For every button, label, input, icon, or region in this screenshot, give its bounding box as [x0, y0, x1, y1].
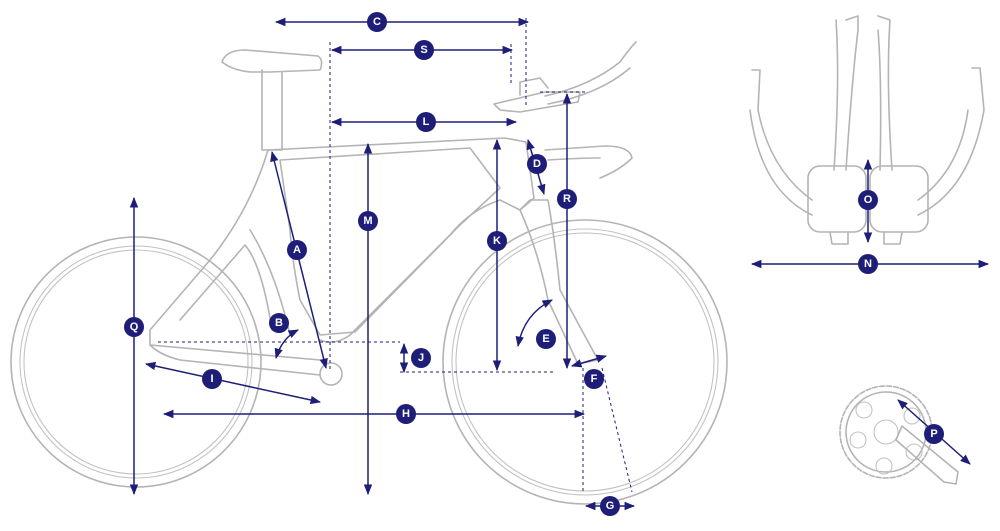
badge-a: A: [287, 240, 307, 260]
svg-text:F: F: [591, 373, 598, 385]
badge-b: B: [269, 313, 289, 333]
svg-text:H: H: [402, 408, 410, 420]
badge-p: P: [924, 424, 944, 444]
svg-text:A: A: [293, 244, 301, 256]
svg-text:S: S: [420, 44, 427, 56]
dimension-lines: [129, 17, 990, 511]
svg-text:C: C: [373, 16, 381, 28]
badge-i: I: [202, 369, 222, 389]
dim-line-f: [570, 354, 608, 368]
cockpit-front-view: [749, 15, 985, 245]
badge-c: C: [367, 12, 387, 32]
badge-q: Q: [124, 317, 144, 337]
frame: [149, 41, 637, 386]
svg-text:P: P: [930, 428, 937, 440]
svg-text:G: G: [606, 500, 615, 512]
svg-text:B: B: [275, 317, 283, 329]
dim-arc-e: [515, 299, 553, 348]
badge-s: S: [414, 40, 434, 60]
badges: C S L D R M K A B Q E J F I H G O N P: [124, 12, 944, 516]
badge-r: R: [557, 189, 577, 209]
dim-line-i: [144, 361, 322, 405]
badge-o: O: [858, 190, 878, 210]
svg-text:R: R: [563, 193, 571, 205]
svg-text:N: N: [864, 258, 872, 270]
svg-text:E: E: [542, 333, 549, 345]
badge-e: E: [536, 329, 556, 349]
svg-text:L: L: [423, 116, 430, 128]
rear-wheel: [10, 236, 262, 488]
badge-l: L: [416, 112, 436, 132]
badge-m: M: [358, 211, 378, 231]
dim-line-a: [270, 150, 328, 370]
svg-text:I: I: [210, 373, 213, 385]
svg-text:D: D: [533, 158, 541, 170]
badge-h: H: [396, 404, 416, 424]
badge-k: K: [487, 231, 507, 251]
badge-n: N: [858, 254, 878, 274]
svg-text:J: J: [418, 352, 424, 364]
badge-j: J: [411, 348, 431, 368]
dim-arc-b: [274, 329, 299, 360]
badge-g: G: [600, 496, 620, 516]
svg-text:M: M: [363, 215, 372, 227]
badge-d: D: [527, 154, 547, 174]
badge-f: F: [584, 369, 604, 389]
guide-lines: [158, 18, 633, 493]
svg-text:O: O: [864, 194, 873, 206]
svg-text:Q: Q: [130, 321, 139, 333]
svg-text:K: K: [493, 235, 501, 247]
